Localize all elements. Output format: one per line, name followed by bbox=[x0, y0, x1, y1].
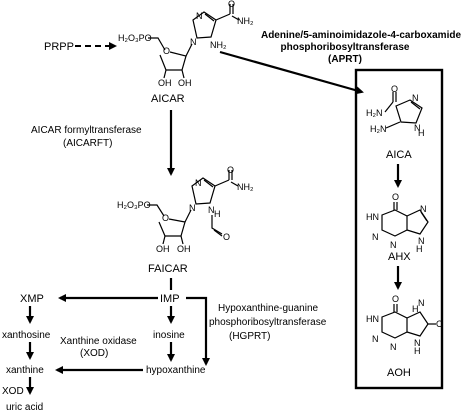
aprt-enzyme-abbr: (APRT) bbox=[328, 54, 362, 65]
aicar-amide-nh2: NH₂ bbox=[237, 16, 254, 26]
ahx-imidazole-n-bottom: N bbox=[418, 236, 425, 246]
faicar-phosphate-label: H₂O₃PO bbox=[117, 200, 151, 210]
faicar-formyl-h: H bbox=[214, 209, 221, 219]
aoh-n-lower-left: N bbox=[372, 334, 379, 344]
ahx-imidazole-h: H bbox=[416, 244, 423, 254]
aica-imidazole-h: H bbox=[418, 128, 425, 138]
faicar-oh-left: OH bbox=[156, 244, 170, 254]
prpp-label: PRPP bbox=[44, 41, 74, 53]
faicar-ring-oxygen: O bbox=[162, 213, 169, 223]
aicar-imidazole-n1: N bbox=[190, 37, 197, 47]
xmp-label: XMP bbox=[20, 293, 44, 305]
aicar-oh-right: OH bbox=[178, 78, 192, 88]
aicar-amino-nh2: NH₂ bbox=[210, 40, 227, 50]
aoh-label: AOH bbox=[387, 367, 411, 379]
aica-imidazole-n3: N bbox=[412, 93, 419, 103]
aica-amino-h2n: H₂N bbox=[370, 124, 387, 134]
aica-imidazole-n1: N bbox=[414, 123, 421, 133]
faicar-amide-nh2: NH₂ bbox=[237, 182, 254, 192]
aica-structure: O H₂N N N H H₂N bbox=[366, 84, 425, 138]
faicar-formyl-n: N bbox=[208, 205, 215, 215]
aicar-carbonyl-o: O bbox=[228, 0, 235, 9]
xod-enzyme-abbr: (XOD) bbox=[80, 348, 108, 359]
aoh-imidazole-n-top: N bbox=[418, 298, 425, 308]
aicar-imidazole-n3: N bbox=[196, 11, 203, 21]
aprt-enzyme-line1: Adenine/5-aminoimidazole-4-carboxamide bbox=[261, 30, 461, 41]
faicar-oh-right: OH bbox=[177, 244, 191, 254]
faicar-label: FAICAR bbox=[148, 263, 188, 275]
aicar-phosphate-label: H₂O₃PO bbox=[118, 33, 152, 43]
hgprt-enzyme-line1: Hypoxanthine-guanine bbox=[218, 303, 319, 314]
hgprt-enzyme-line2: phosphoribosyltransferase bbox=[209, 317, 327, 328]
aoh-imidazole-h-bottom: H bbox=[414, 346, 421, 356]
hypoxanthine-label: hypoxanthine bbox=[146, 365, 206, 376]
aicar-structure: H₂O₃PO O OH OH N N O NH₂ NH₂ bbox=[118, 0, 254, 88]
aoh-structure: O HN N N H N N H O bbox=[366, 294, 443, 356]
ahx-n-lower-left: N bbox=[372, 232, 379, 242]
ahx-label: AHX bbox=[388, 251, 411, 263]
imp-label: IMP bbox=[160, 293, 180, 305]
faicar-imidazole-n3: N bbox=[195, 178, 202, 188]
aica-amide-h2n: H₂N bbox=[366, 108, 383, 118]
xod-side-label: XOD bbox=[2, 386, 24, 397]
aicar-oh-left: OH bbox=[158, 78, 172, 88]
xanthosine-label: xanthosine bbox=[2, 330, 51, 341]
inosine-label: inosine bbox=[153, 330, 185, 341]
ahx-structure: O HN N N N N H bbox=[366, 192, 429, 254]
aoh-carbonyl-o: O bbox=[392, 294, 399, 304]
faicar-structure: H₂O₃PO O OH OH N N O NH₂ N H O bbox=[117, 165, 254, 254]
aoh-imidazole-h-top: H bbox=[412, 304, 419, 314]
ahx-hn: HN bbox=[366, 212, 379, 222]
aprt-product-box bbox=[354, 68, 444, 390]
aprt-enzyme-line2: phosphoribosyltransferase bbox=[281, 42, 410, 53]
faicar-carbonyl-o: O bbox=[227, 165, 234, 175]
ahx-n-bottom: N bbox=[390, 240, 397, 250]
aicar-ring-oxygen: O bbox=[163, 46, 170, 56]
aicar-label: AICAR bbox=[151, 93, 185, 105]
aoh-oxo-o: O bbox=[436, 319, 443, 329]
ahx-imidazole-n-top: N bbox=[420, 204, 427, 214]
ahx-carbonyl-o: O bbox=[392, 192, 399, 202]
aoh-imidazole-n-bottom: N bbox=[414, 338, 421, 348]
aicarft-enzyme-abbr: (AICARFT) bbox=[63, 138, 112, 149]
uric-acid-label: uric acid bbox=[6, 402, 43, 413]
aprt-arrow bbox=[219, 50, 364, 95]
aicarft-enzyme-name: AICAR formyltransferase bbox=[31, 125, 142, 136]
aica-label: AICA bbox=[386, 149, 412, 161]
aoh-hn: HN bbox=[366, 314, 379, 324]
hgprt-arrow bbox=[186, 296, 210, 366]
faicar-imidazole-n1: N bbox=[189, 203, 196, 213]
faicar-formyl-o: O bbox=[223, 232, 230, 242]
hgprt-enzyme-abbr: (HGPRT) bbox=[229, 331, 270, 342]
xanthine-label: xanthine bbox=[6, 365, 44, 376]
aoh-n-bottom: N bbox=[390, 342, 397, 352]
xod-enzyme-name: Xanthine oxidase bbox=[60, 336, 137, 347]
aica-carbonyl-o: O bbox=[391, 84, 398, 94]
